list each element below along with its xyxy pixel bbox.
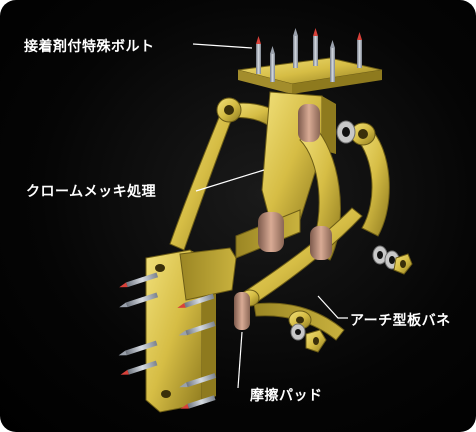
leader-lines [192,43,348,389]
arch-leaf-spring-label: アーチ型板バネ [350,313,451,329]
friction-pads [234,104,332,330]
washers-and-nuts [290,120,413,353]
bottom-bolts [118,272,217,409]
bolt-label: 接着剤付特殊ボルト [24,39,155,55]
friction-pad-label: 摩擦パッド [250,388,323,404]
chrome-plating-label: クロームメッキ処理 [26,184,157,200]
chrome-leader-line [195,169,265,192]
pad-leader-line [237,331,243,389]
spring-leader-line [317,295,348,319]
top-bolts [256,28,362,82]
bolt-leader-line [192,43,253,49]
